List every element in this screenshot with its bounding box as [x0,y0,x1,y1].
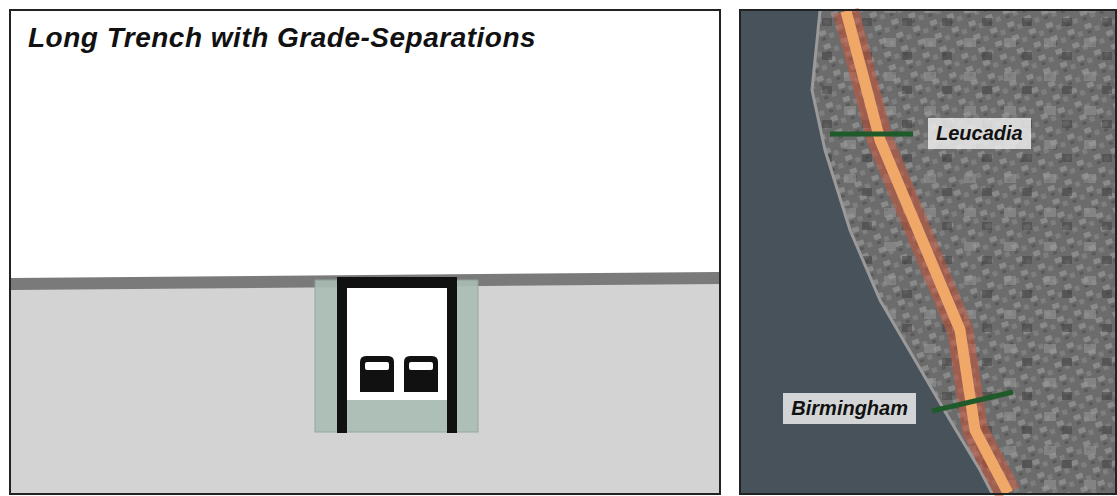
trench-lid [337,277,457,288]
place-label: Birmingham [783,393,916,424]
crossing-marker [830,132,913,137]
train-icon [360,356,394,392]
cross-section [10,10,720,494]
panel-frame [740,10,1116,494]
place-label: Leucadia [928,118,1031,149]
ground [11,278,719,493]
land-texture [740,10,1116,494]
trench-wall [447,277,457,433]
land [740,10,1116,494]
crossing-marker [932,392,1013,411]
trench-opening [347,288,447,400]
train-icon [404,356,438,392]
trench-wall [337,277,347,433]
panel-frame [10,10,720,494]
diagram-title: Long Trench with Grade-Separations [28,22,536,54]
aerial-map [740,10,1116,494]
ground-surface [11,272,719,290]
